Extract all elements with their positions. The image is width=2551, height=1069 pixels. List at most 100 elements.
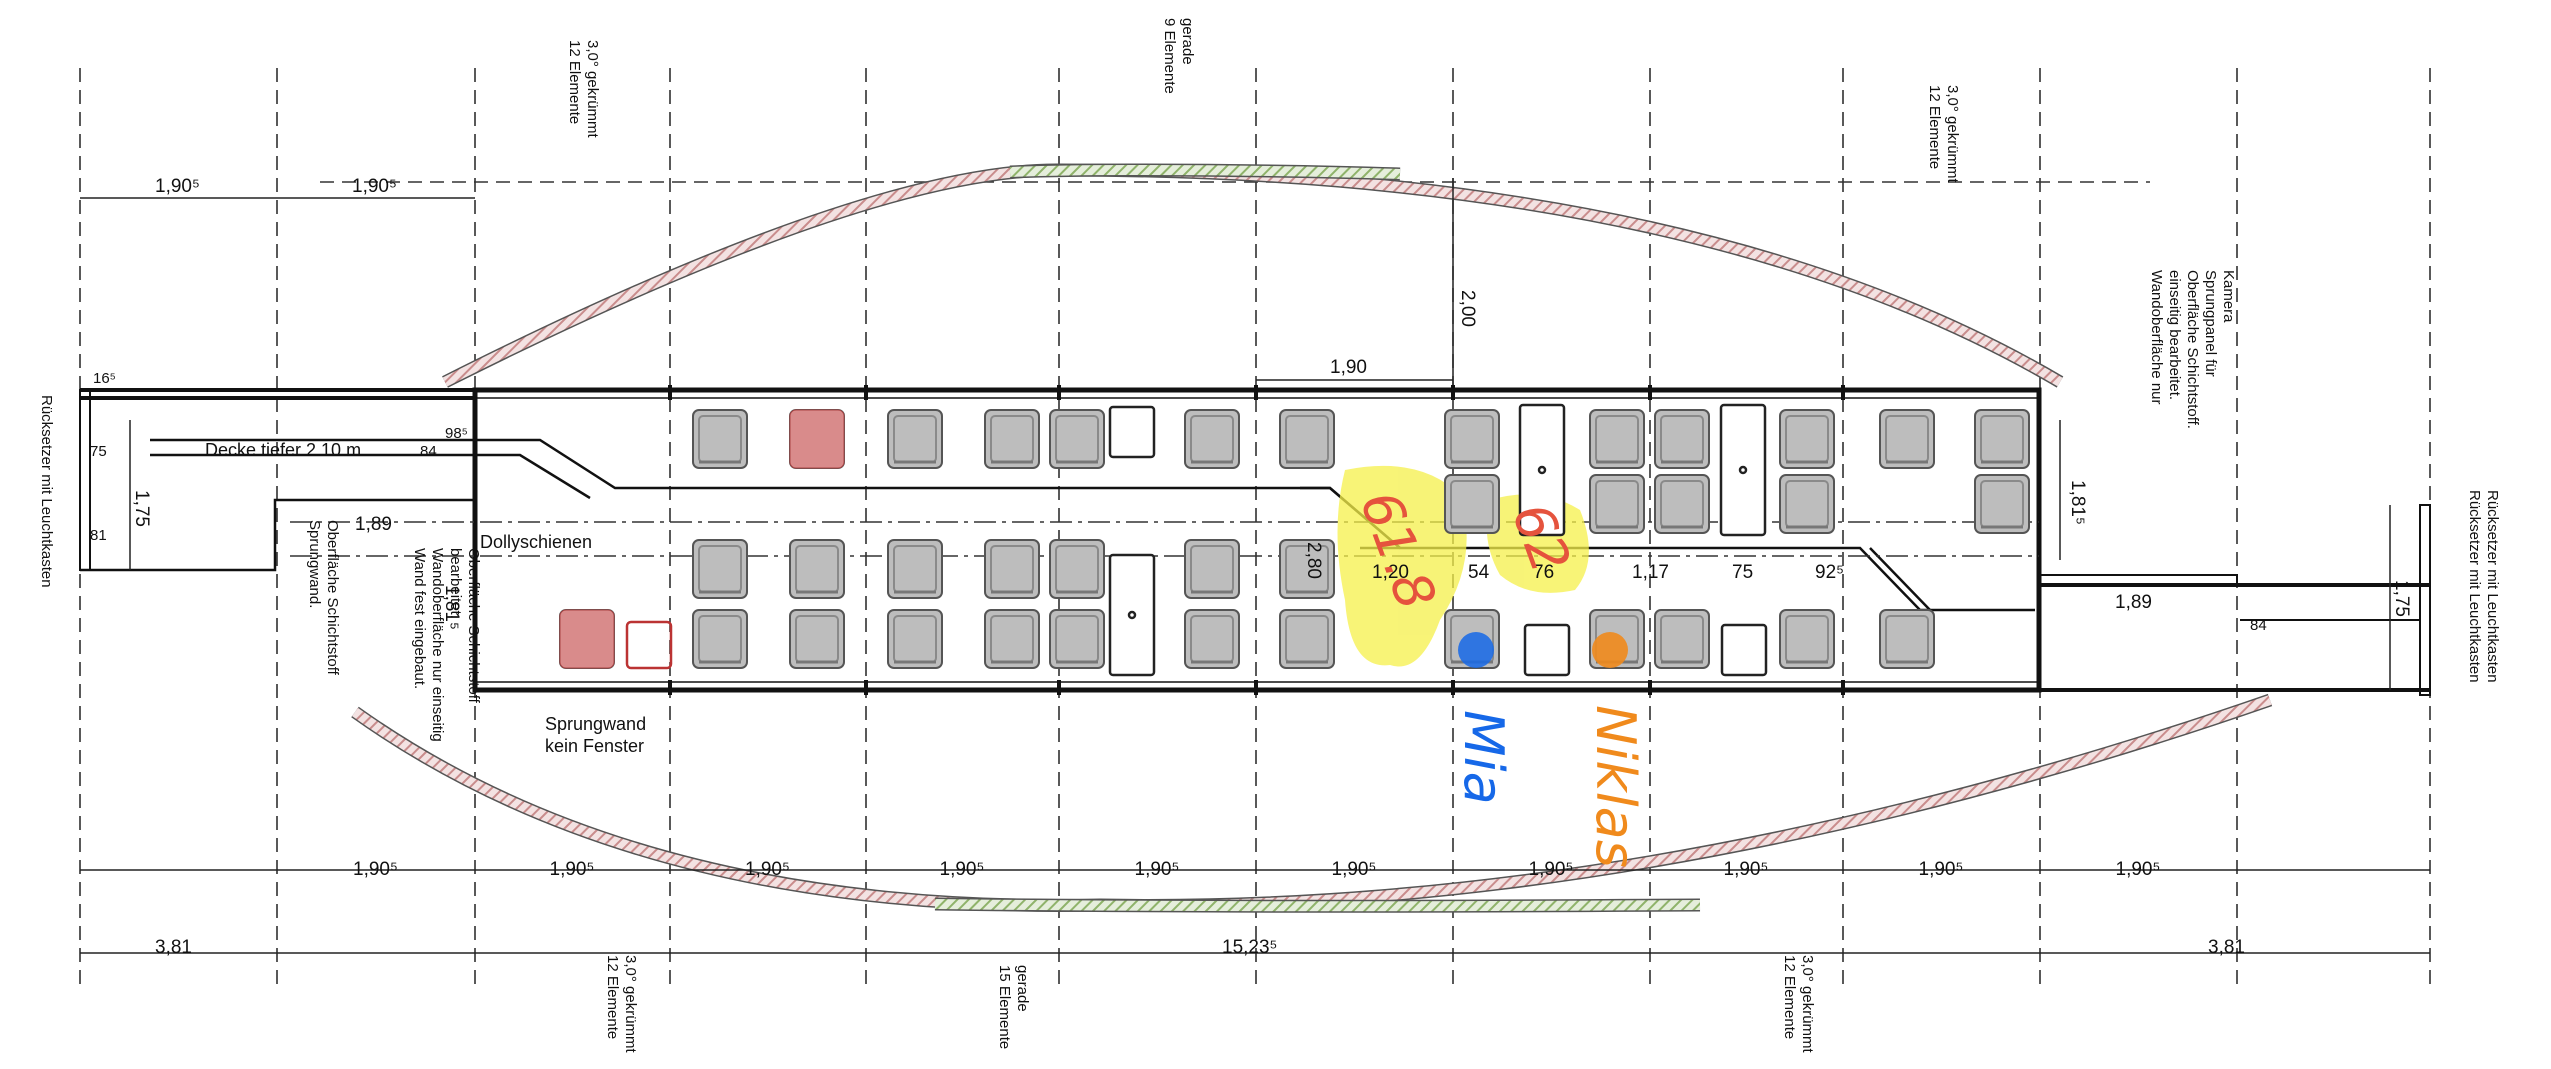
seat (886, 608, 944, 670)
dim-84-left: 84 (420, 443, 437, 460)
seat (691, 608, 749, 670)
dim-189-right: 1,89 (2115, 592, 2152, 613)
seat (788, 608, 846, 670)
seat (1183, 538, 1241, 600)
table (1523, 623, 1571, 677)
dim-75-left: 75 (90, 443, 107, 460)
seat (1588, 408, 1646, 470)
seat (1653, 473, 1711, 535)
seat (1973, 408, 2031, 470)
seat (1443, 408, 1501, 470)
seat (1588, 473, 1646, 535)
sprungwand-oberflaeche: Sprungwand.Oberfläche Schichtstoff (306, 520, 341, 676)
top-right-elements: 12 Elemente3,0° gekrümmt (1926, 85, 1961, 184)
dim-bottom-bay: 1,90⁵ (1919, 859, 1964, 880)
ruecksetzer-left: Rücksetzer mit Leuchtkasten (38, 395, 55, 588)
decke-label: Decke tiefer 2.10 m (205, 440, 361, 460)
seat (691, 538, 749, 600)
curved-track-bottom (351, 693, 2273, 913)
dim-98: 98⁵ (445, 425, 468, 442)
dim-92: 92⁵ (1815, 562, 1844, 583)
seat (1878, 608, 1936, 670)
dim-54: 54 (1468, 562, 1490, 583)
curved-track-top (442, 163, 2064, 388)
dim-117: 1,17 (1632, 562, 1669, 583)
dim-120: 1,20 (1372, 562, 1409, 583)
dim-bottom-bay: 1,90⁵ (745, 859, 790, 880)
wand-fest: Wand fest eingebaut.Wandoberfläche nur e… (411, 548, 482, 742)
dim-bottom-bay: 1,90⁵ (353, 859, 398, 880)
dim-181-right: 1,81⁵ (2067, 480, 2088, 525)
bottom-left-elements: 12 Elemente3,0° gekrümmt (604, 955, 639, 1054)
dim-bottom-mid-total: 15,23⁵ (1222, 937, 1277, 958)
dim-84-right: 84 (2250, 617, 2267, 634)
seat (1048, 408, 1106, 470)
dim-bottom-bay: 1,90⁵ (940, 859, 985, 880)
dim-175-left: 1,75 (131, 490, 152, 527)
seat (983, 408, 1041, 470)
seat (1973, 473, 2031, 535)
dim-190-top: 1,90 (1330, 357, 1367, 378)
niklas-marker (1592, 632, 1628, 668)
table (1720, 623, 1768, 677)
dim-bottom-bay: 1,90⁵ (1724, 859, 1769, 880)
seat (1653, 408, 1711, 470)
top-mid-elements: 9 Elementegerade (1161, 18, 1196, 94)
seat (1653, 608, 1711, 670)
dim-75-mid: 75 (1732, 562, 1753, 583)
wandoberflaeche-right: Wandoberfläche nureinseitig bearbeitet.O… (2148, 270, 2237, 429)
seat (1278, 408, 1336, 470)
ruecksetzer-right: Rücksetzer mit LeuchtkastenRücksetzer mi… (2466, 490, 2501, 683)
dim-bottom-bay: 1,90⁵ (550, 859, 595, 880)
carriage-columns (668, 385, 1845, 695)
seat (788, 538, 846, 600)
dim-181-left: 1,81⁵ (441, 585, 462, 630)
dimension-labels: 1,90⁵ 1,90⁵ 1,90 2,00 16⁵ 75 1,75 81 84 … (90, 176, 2412, 958)
dollyschienen-label: Dollyschienen (480, 532, 592, 552)
seat (1183, 408, 1241, 470)
dim-bottom-bay: 1,90⁵ (1332, 859, 1377, 880)
dim-189-left: 1,89 (355, 514, 392, 535)
table (1108, 553, 1156, 677)
seat (1048, 538, 1106, 600)
dim-bottom-left-total: 3,81 (155, 937, 192, 958)
seat (1778, 408, 1836, 470)
grid-lines (79, 68, 2431, 990)
seat (1443, 473, 1501, 535)
seat-highlighted (789, 409, 845, 469)
table (1108, 405, 1156, 459)
dim-280: 2,80 (1303, 542, 1324, 579)
tables (1108, 403, 1768, 677)
note-labels: Decke tiefer 2.10 m Dollyschienen (205, 440, 592, 552)
seat-markers (1458, 632, 1628, 668)
table (1719, 403, 1767, 537)
seat (1278, 608, 1336, 670)
dim-16: 16⁵ (93, 370, 116, 387)
seat (1878, 408, 1936, 470)
seat (1778, 608, 1836, 670)
seat (1048, 608, 1106, 670)
bottom-right-elements: 12 Elemente3,0° gekrümmt (1781, 955, 1816, 1054)
mia-marker (1458, 632, 1494, 668)
dim-76: 76 (1533, 562, 1554, 583)
seat (1778, 473, 1836, 535)
dim-bottom-bay: 1,90⁵ (2116, 859, 2161, 880)
annotation-mia: Mia (1452, 710, 1515, 805)
seat-outline (625, 620, 673, 670)
dim-175-right: 1,75 (2391, 580, 2412, 617)
dim-top-bay-2: 1,90⁵ (352, 176, 397, 197)
seat (983, 538, 1041, 600)
bottom-bay-labels: 1,90⁵ 1,90⁵ 1,90⁵ 1,90⁵ 1,90⁵ 1,90⁵ 1,90⁵ 1,90⁵… (353, 859, 2160, 880)
dim-top-bay-1: 1,90⁵ (155, 176, 200, 197)
dim-bottom-right-total: 3,81 (2208, 937, 2245, 958)
table (1518, 403, 1566, 537)
seat (691, 408, 749, 470)
seat (886, 538, 944, 600)
bottom-mid-elements: 15 Elementegerade (996, 965, 1031, 1049)
seating (558, 408, 2031, 670)
seat (886, 408, 944, 470)
dim-bottom-bay: 1,90⁵ (1135, 859, 1180, 880)
